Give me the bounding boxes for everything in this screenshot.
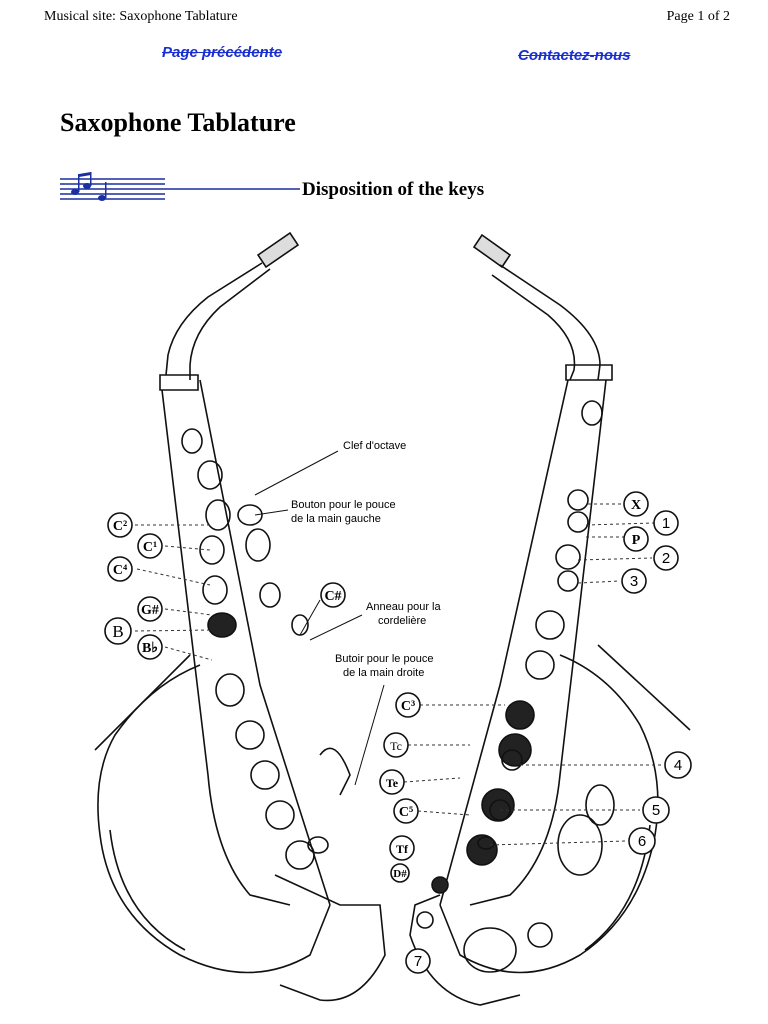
ring-label-2: cordelière — [378, 615, 426, 627]
key-c5-label: C⁵ — [399, 805, 413, 820]
section-title: Disposition of the keys — [302, 179, 485, 200]
key-bflat-label: B♭ — [142, 641, 158, 656]
left-thumb-label-1: Bouton pour le pouce — [291, 499, 396, 511]
key-5-label: 5 — [652, 802, 660, 819]
site-title: Musical site: Saxophone Tablature — [44, 9, 238, 24]
key-2-label: 2 — [662, 550, 670, 567]
key-1-label: 1 — [662, 515, 670, 532]
key-tf-label: Tf — [396, 842, 409, 856]
previous-page-link[interactable]: Page précédente — [162, 44, 283, 61]
key-c4-label: C⁴ — [113, 563, 128, 578]
page-indicator: Page 1 of 2 — [666, 9, 730, 24]
key-csharp-label: C# — [324, 589, 341, 604]
right-thumb-label-2: de la main droite — [343, 667, 424, 679]
page-title: Saxophone Tablature — [60, 108, 296, 137]
saxophone-diagram: Clef d'octave Bouton pour le pouce de la… — [94, 231, 692, 1006]
key-3-label: 3 — [630, 573, 638, 590]
left-thumb-label-2: de la main gauche — [291, 513, 381, 525]
key-6-label: 6 — [638, 833, 646, 850]
key-7-label: 7 — [414, 953, 422, 970]
key-p-label: P — [632, 533, 641, 548]
key-x-label: X — [631, 498, 641, 513]
key-c3-label: C³ — [401, 699, 415, 714]
key-c2-label: C² — [113, 519, 127, 534]
key-4-label: 4 — [674, 757, 682, 774]
key-c1-label: C¹ — [143, 540, 157, 555]
right-thumb-label-1: Butoir pour le pouce — [335, 653, 433, 665]
key-b-label: B — [112, 622, 123, 641]
octave-key-label: Clef d'octave — [343, 440, 406, 452]
music-staff-icon — [60, 172, 300, 201]
ring-label-1: Anneau pour la — [366, 601, 441, 613]
key-gsharp-label: G# — [141, 603, 159, 618]
contact-link[interactable]: Contactez-nous — [518, 47, 631, 64]
key-te-label: Te — [386, 776, 399, 790]
key-dsharp-label: D# — [393, 868, 407, 880]
key-tc-label: Tc — [390, 739, 402, 753]
